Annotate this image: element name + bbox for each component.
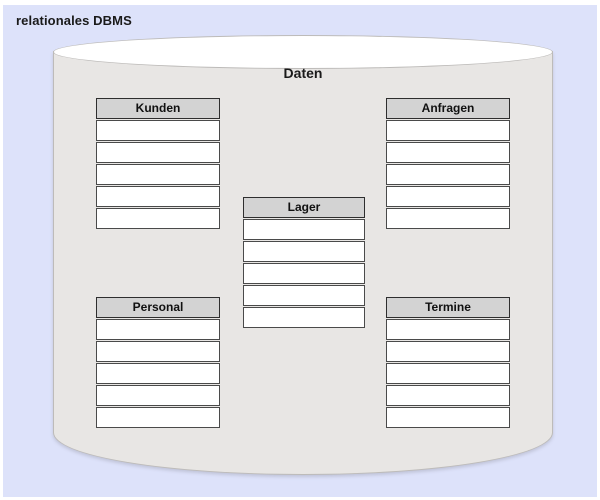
cylinder-label: Daten — [283, 65, 323, 81]
table-header-termine: Termine — [386, 297, 510, 318]
table-row[interactable] — [386, 208, 510, 229]
table-row[interactable] — [96, 341, 220, 362]
table-row[interactable] — [243, 263, 365, 284]
dbms-panel: relationales DBMS Daten Kunden Anfragen — [3, 5, 597, 497]
table-header-personal: Personal — [96, 297, 220, 318]
table-row[interactable] — [243, 241, 365, 262]
table-row[interactable] — [96, 120, 220, 141]
table-row[interactable] — [96, 142, 220, 163]
table-row[interactable] — [96, 208, 220, 229]
table-termine[interactable]: Termine — [386, 297, 510, 428]
table-header-anfragen: Anfragen — [386, 98, 510, 119]
table-row[interactable] — [96, 363, 220, 384]
table-row[interactable] — [386, 120, 510, 141]
table-lager[interactable]: Lager — [243, 197, 365, 328]
table-row[interactable] — [96, 164, 220, 185]
table-row[interactable] — [96, 385, 220, 406]
table-row[interactable] — [243, 285, 365, 306]
table-header-kunden: Kunden — [96, 98, 220, 119]
table-row[interactable] — [96, 319, 220, 340]
table-row[interactable] — [386, 341, 510, 362]
table-header-lager: Lager — [243, 197, 365, 218]
database-cylinder: Daten Kunden Anfragen Lager — [53, 35, 553, 475]
table-row[interactable] — [96, 407, 220, 428]
table-anfragen[interactable]: Anfragen — [386, 98, 510, 229]
table-row[interactable] — [386, 164, 510, 185]
table-row[interactable] — [386, 407, 510, 428]
table-row[interactable] — [386, 363, 510, 384]
table-personal[interactable]: Personal — [96, 297, 220, 428]
table-row[interactable] — [96, 186, 220, 207]
table-row[interactable] — [386, 142, 510, 163]
page-title: relationales DBMS — [16, 13, 132, 28]
table-row[interactable] — [386, 319, 510, 340]
table-kunden[interactable]: Kunden — [96, 98, 220, 229]
cylinder-top-ellipse — [53, 35, 553, 69]
table-row[interactable] — [243, 219, 365, 240]
table-row[interactable] — [243, 307, 365, 328]
table-row[interactable] — [386, 186, 510, 207]
table-row[interactable] — [386, 385, 510, 406]
